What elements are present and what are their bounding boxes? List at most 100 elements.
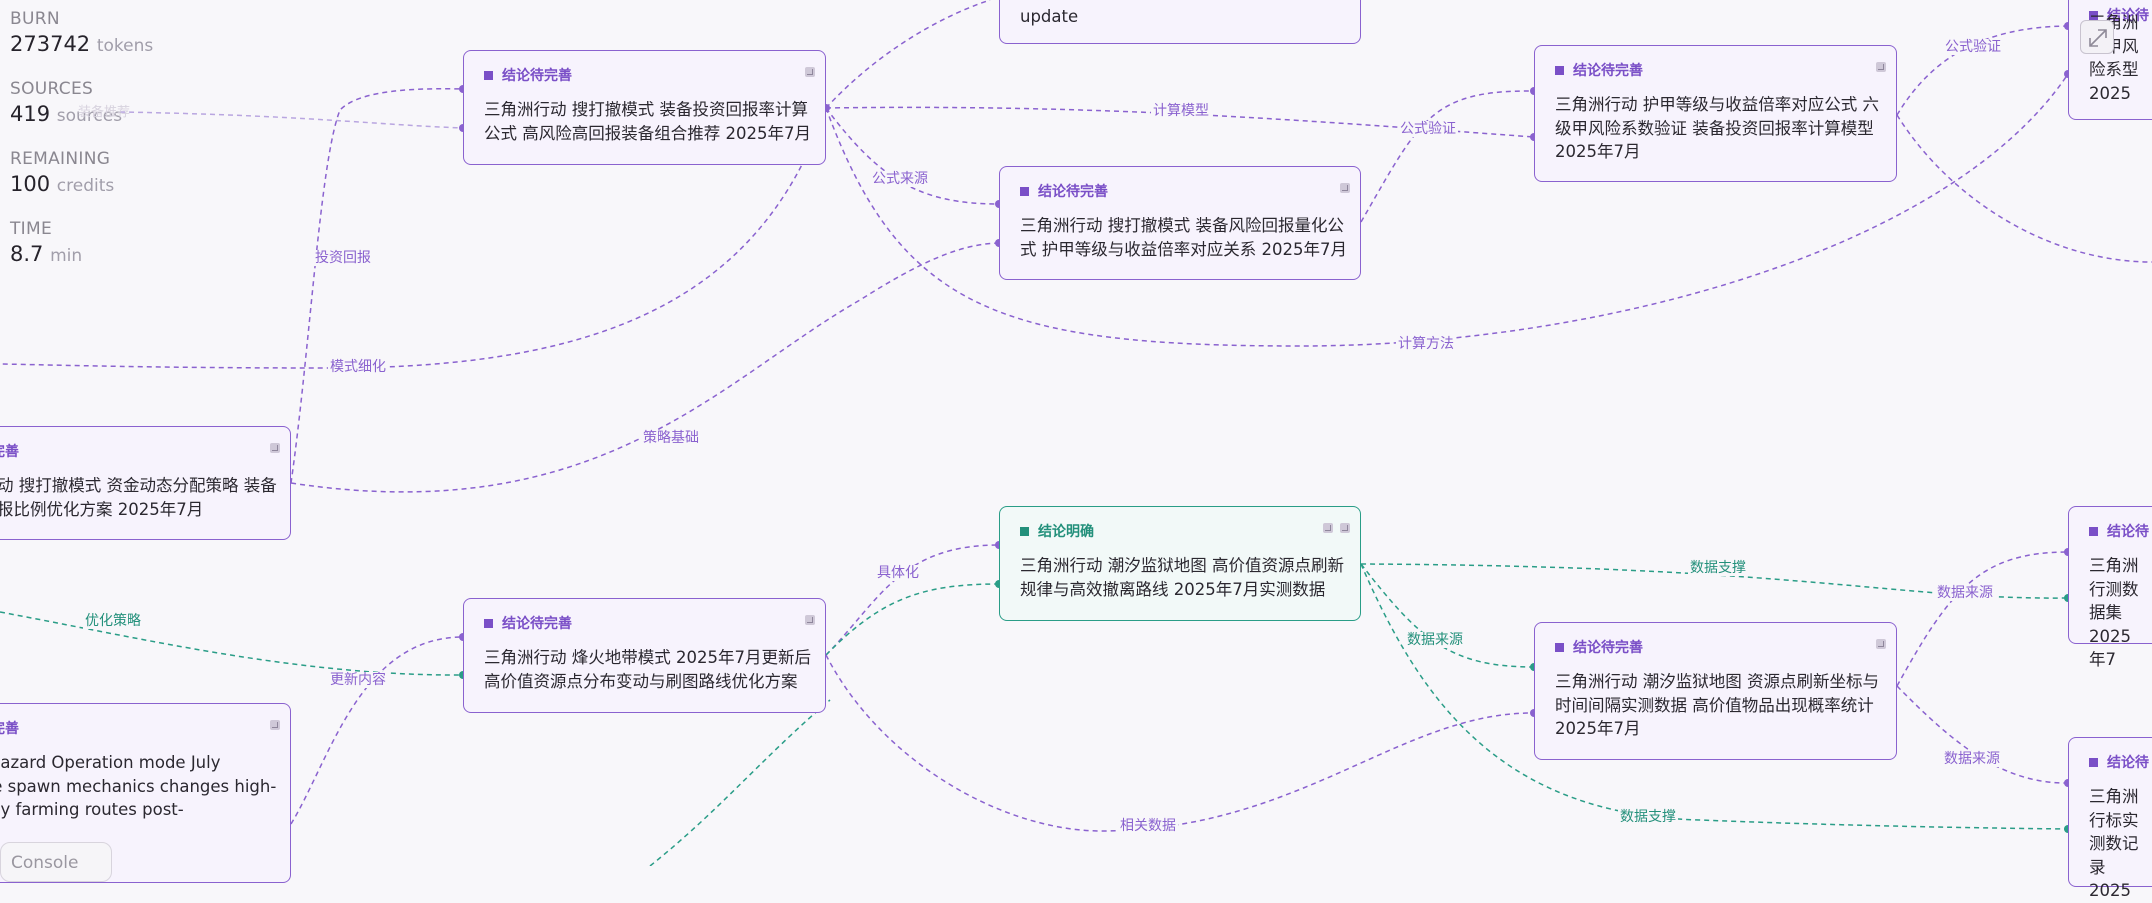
edge-connector: [825, 583, 1000, 656]
node-body: 三角洲行动 潮汐监狱地图 资源点刷新坐标与时间间隔实测数据 高价值物品出现概率统…: [1555, 672, 1879, 738]
collapse-icon[interactable]: [1876, 62, 1886, 72]
node-title: 结论待完善: [0, 444, 19, 460]
edge-connector: [1360, 563, 1535, 668]
collapse-icon[interactable]: [270, 443, 280, 453]
edge-connector: [1360, 563, 2069, 830]
node-body: 三角洲行动 搜打撤模式 装备投资回报率计算公式 高风险高回报装备组合推荐 202…: [484, 100, 811, 143]
status-square-icon: [484, 70, 493, 80]
stat-label: BURN: [10, 9, 60, 29]
edge-label: 公式验证: [1398, 121, 1458, 137]
edge-connector: [649, 699, 831, 866]
node-title: 结论待完善: [1573, 640, 1643, 656]
node-card[interactable]: 结论待完善 三角洲行动 搜打撤模式 装备风险回报量化公式 护甲等级与收益倍率对应…: [999, 166, 1361, 280]
edge-label: 数据支撑: [1688, 560, 1748, 576]
edge-connector: [119, 111, 464, 129]
node-title: 结论待完善: [502, 616, 572, 632]
node-title: 结论待完善: [1573, 63, 1643, 79]
edge-connector: [825, 544, 1000, 656]
stat-unit: tokens: [96, 36, 154, 56]
edge-connector: [825, 654, 1535, 832]
edge-connector: [1360, 90, 1535, 223]
edge-label: 数据来源: [1935, 585, 1995, 601]
edge-connector: [290, 242, 1000, 493]
collapse-icon[interactable]: [1340, 183, 1350, 193]
edge-label: 公式验证: [1943, 39, 2003, 55]
stat-value: 273742: [10, 32, 91, 56]
edge-label: 策略基础: [641, 430, 701, 446]
edge-label: 数据支撑: [1618, 809, 1678, 825]
edge-connector: [1360, 563, 2069, 599]
stat-unit: min: [50, 246, 83, 266]
edge-connector: [1896, 685, 2069, 784]
stat-label: TIME: [10, 219, 53, 239]
edge-label: 数据来源: [1405, 632, 1465, 648]
node-card[interactable]: 结论待 三角洲行标实测数记录 2025: [2068, 737, 2152, 900]
status-square-icon: [2089, 10, 2098, 20]
node-card[interactable]: 结论待完善 三角洲行动 搜打撤模式 装备投资回报率计算公式 高风险高回报装备组合…: [463, 50, 826, 165]
node-body: 三角洲行动 潮汐监狱地图 高价值资源点刷新规律与高效撤离路线 2025年7月实测…: [1020, 556, 1344, 599]
stat-time: TIME 8.7 min: [10, 218, 153, 270]
node-card[interactable]: 结论明确 三角洲行动 潮汐监狱地图 高价值资源点刷新规律与高效撤离路线 2025…: [999, 506, 1361, 621]
faded-edge-label: 装备推荐: [78, 105, 131, 120]
edge-connector: [290, 88, 464, 484]
edge-label: 优化策略: [83, 613, 143, 629]
node-card[interactable]: 结论待 三角洲行测数据集2025年7: [2068, 506, 2152, 669]
edge-connector: [290, 636, 464, 825]
fullscreen-toggle-button[interactable]: [2080, 20, 2114, 54]
stat-label: REMAINING: [10, 149, 111, 169]
edge-label: 具体化: [875, 565, 921, 581]
node-title: 结论待完善: [0, 721, 19, 737]
node-card[interactable]: 结论待完善 三角洲行动 搜打撤模式 资金动态分配策略 装备与风险回报比例优化方案…: [0, 426, 291, 540]
edge-label: 数据来源: [1942, 751, 2002, 767]
edge-connector: [1896, 114, 2152, 263]
edge-connector: [825, 107, 1000, 205]
node-body: 三角洲行动 搜打撤模式 装备风险回报量化公式 护甲等级与收益倍率对应关系 202…: [1020, 216, 1347, 259]
edge-label: 计算方法: [1396, 336, 1456, 352]
node-card[interactable]: update: [999, 0, 1361, 44]
stat-burn: BURN 273742 tokens: [10, 8, 153, 60]
node-body: 三角洲行测数据集2025年7: [2089, 556, 2139, 669]
edge-connector: [0, 611, 464, 676]
collapse-icon[interactable]: [270, 720, 280, 730]
edge-label: 模式细化: [328, 359, 388, 375]
node-body: update: [1020, 7, 1079, 26]
expand-icon[interactable]: [1323, 523, 1333, 533]
node-card[interactable]: 结论待完善 三角洲行动 护甲等级与收益倍率对应公式 六级甲风险系数验证 装备投资…: [1534, 45, 1897, 182]
stat-sources: SOURCES 419 sources: [10, 78, 153, 130]
console-button[interactable]: Console: [0, 842, 112, 882]
status-square-icon: [484, 618, 493, 628]
edge-label: 更新内容: [328, 672, 388, 688]
stat-unit: credits: [56, 176, 115, 196]
expand-arrows-icon: [2089, 29, 2107, 47]
node-card[interactable]: 结论待 三角洲行甲风险系型 2025: [2068, 0, 2152, 120]
node-body: 三角洲行动 护甲等级与收益倍率对应公式 六级甲风险系数验证 装备投资回报率计算模…: [1555, 95, 1879, 161]
edge-label: 相关数据: [1118, 818, 1178, 834]
node-title: 结论待: [2107, 524, 2149, 540]
status-square-icon: [1020, 526, 1029, 536]
collapse-icon[interactable]: [1340, 523, 1350, 533]
edge-connector: [1896, 551, 2069, 687]
stat-unit: sources: [56, 106, 123, 126]
edge-connector: [0, 107, 827, 369]
node-title: 结论待完善: [502, 68, 572, 84]
collapse-icon[interactable]: [1876, 639, 1886, 649]
stat-remaining: REMAINING 100 credits: [10, 148, 153, 200]
status-square-icon: [1555, 642, 1564, 652]
node-title: 结论明确: [1038, 524, 1094, 540]
stat-label: SOURCES: [10, 79, 94, 99]
edge-label: 投资回报: [313, 250, 373, 266]
node-card[interactable]: 结论待完善 三角洲行动 潮汐监狱地图 资源点刷新坐标与时间间隔实测数据 高价值物…: [1534, 622, 1897, 760]
collapse-icon[interactable]: [805, 615, 815, 625]
status-square-icon: [1555, 65, 1564, 75]
status-square-icon: [2089, 757, 2098, 767]
node-card[interactable]: 结论待完善 三角洲行动 烽火地带模式 2025年7月更新后高价值资源点分布变动与…: [463, 598, 826, 713]
status-square-icon: [2089, 526, 2098, 536]
stat-value: 419: [10, 102, 51, 126]
collapse-icon[interactable]: [805, 67, 815, 77]
node-title: 结论待完善: [1038, 184, 1108, 200]
node-body: 三角洲行标实测数记录 2025: [2089, 787, 2139, 900]
stats-panel: BURN 273742 tokens SOURCES 419 sources R…: [10, 8, 153, 288]
status-square-icon: [1020, 186, 1029, 196]
node-body: 三角洲行动 搜打撤模式 资金动态分配策略 装备与风险回报比例优化方案 2025年…: [0, 476, 277, 519]
stat-value: 8.7: [10, 242, 44, 266]
